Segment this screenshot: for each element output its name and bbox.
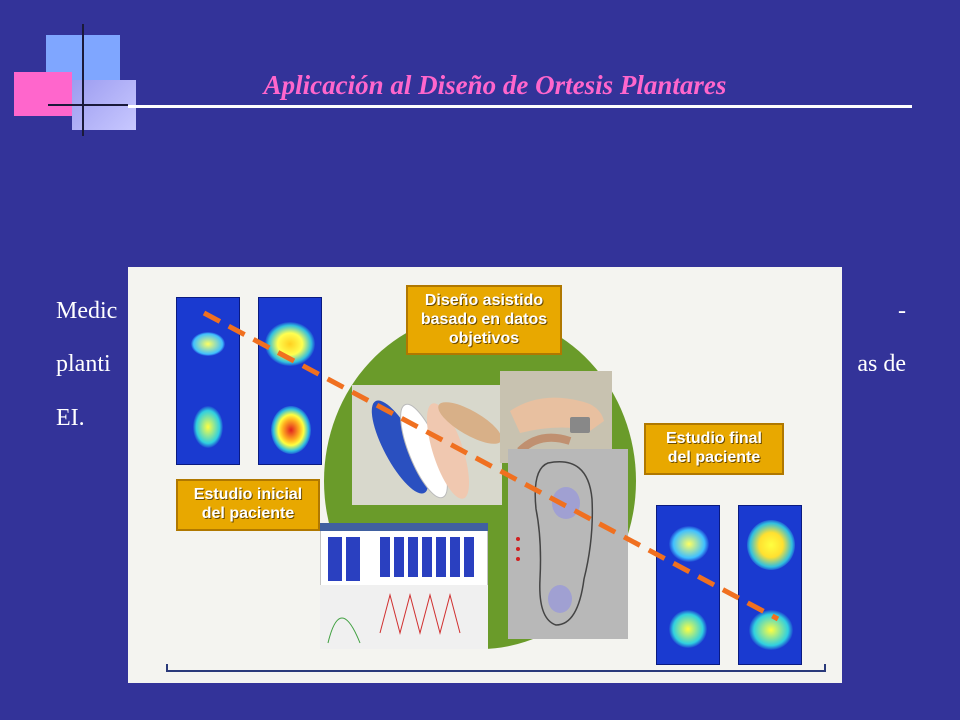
title-rule xyxy=(128,105,912,108)
software-screenshot xyxy=(320,523,488,649)
initial-study-tag-line-2: del paciente xyxy=(201,505,295,522)
insoles-photo xyxy=(352,385,502,505)
body-line-3: EI. xyxy=(56,404,85,431)
orthosis-design-figure: Diseño asistido basado en datos objetivo… xyxy=(128,267,842,683)
final-study-tag-line-2: del paciente xyxy=(667,449,761,466)
body-line-2: planti as de xyxy=(56,338,906,391)
final-study-tag: Estudio final del paciente xyxy=(644,423,784,475)
body-line-1-start: Medic xyxy=(56,298,118,324)
body-line-2-end: as de xyxy=(857,351,906,378)
body-line-1-end: - xyxy=(898,298,906,324)
slide-title: Aplicación al Diseño de Ortesis Plantare… xyxy=(263,70,727,100)
design-tag-line-2: basado en datos xyxy=(420,311,548,328)
slide-logo xyxy=(0,0,140,140)
logo-vertical-line xyxy=(82,24,84,136)
design-tag-line-3: objetivos xyxy=(448,330,520,347)
foot-measurement-photo xyxy=(500,371,612,463)
progression-dashed-line xyxy=(202,310,780,622)
final-heatmap-right xyxy=(738,505,802,665)
body-line-1: Medic - xyxy=(56,285,906,338)
design-tag-line-1: Diseño asistido xyxy=(424,292,544,309)
logo-horizontal-line xyxy=(48,104,128,106)
initial-study-tag-line-1: Estudio inicial xyxy=(193,486,303,503)
slide-body-text: Medic - planti as de EI. xyxy=(56,285,906,445)
final-study-tag-line-1: Estudio final xyxy=(666,430,762,447)
footprint-schematic xyxy=(508,449,628,639)
design-tag: Diseño asistido basado en datos objetivo… xyxy=(406,285,562,355)
logo-square-pink xyxy=(14,72,72,116)
timeline-bracket xyxy=(166,664,826,672)
initial-study-tag: Estudio inicial del paciente xyxy=(176,479,320,531)
body-line-2-start: planti xyxy=(56,351,111,378)
